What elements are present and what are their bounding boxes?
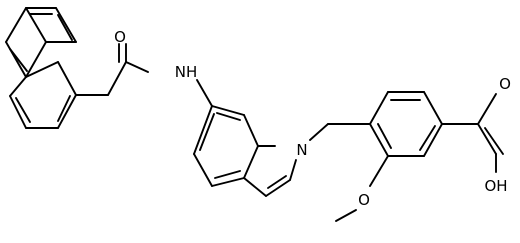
- bond: [196, 79, 213, 107]
- bond: [243, 114, 259, 147]
- double-bond-inner: [216, 112, 241, 121]
- double-bond-inner: [377, 123, 392, 149]
- bond: [25, 61, 59, 78]
- bond: [107, 61, 127, 96]
- bond: [265, 179, 291, 197]
- bond: [125, 61, 149, 73]
- double-bond: [484, 127, 504, 155]
- bond: [369, 123, 389, 157]
- bond: [55, 7, 77, 43]
- methoxy-group: [335, 155, 389, 222]
- bond: [9, 95, 27, 129]
- indole-pyrrole-ring: [243, 145, 297, 197]
- double-bond-inner: [9, 48, 28, 72]
- amide-to-indole: [196, 79, 213, 107]
- bond: [57, 61, 77, 96]
- indole-benzene-ring: [193, 105, 259, 187]
- bond: [477, 93, 497, 125]
- bond: [5, 41, 27, 78]
- double-bond-inner: [57, 95, 71, 122]
- bond: [5, 7, 27, 43]
- double-bond-inner: [419, 125, 436, 151]
- double-bond-inner: [214, 170, 241, 179]
- double-bond-inner: [15, 97, 31, 123]
- carbonyl-oxygen-label: O: [114, 28, 126, 46]
- bond: [289, 159, 297, 181]
- benzyl-linker: [309, 123, 371, 141]
- bond: [9, 76, 27, 97]
- naphthalene-ring-lower: [9, 61, 77, 129]
- bond: [423, 123, 443, 157]
- double-bond-inner: [267, 175, 287, 189]
- bond: [211, 177, 245, 187]
- bond: [193, 153, 213, 187]
- naphthalene-ring-right: [25, 7, 77, 43]
- bond: [309, 123, 329, 141]
- methoxy-oxygen-label: O: [358, 191, 370, 209]
- bond: [243, 145, 259, 179]
- benzoic-acid-ring: [369, 91, 443, 157]
- bond: [211, 105, 245, 116]
- acid-carbonyl-oxygen-label: O: [499, 75, 511, 93]
- bond: [57, 94, 77, 129]
- double-bond-inner: [57, 14, 73, 41]
- bond: [369, 91, 389, 125]
- indole-nitrogen-label: N: [296, 141, 307, 159]
- carboxylic-acid-group: [441, 93, 504, 173]
- double-bond-inner: [199, 113, 215, 151]
- bond: [193, 105, 213, 155]
- bond: [25, 41, 47, 78]
- bond: [243, 177, 267, 197]
- naphthalene-ring-left: [5, 7, 47, 78]
- acid-hydroxyl-label: OH: [484, 177, 507, 195]
- bond: [477, 123, 497, 155]
- bond: [335, 209, 357, 222]
- atom-labels: O NH N O O OH: [114, 28, 511, 209]
- bond: [423, 91, 443, 125]
- acetamide-linker: [75, 43, 149, 96]
- amide-nh-label: NH: [175, 63, 198, 81]
- bond: [369, 155, 389, 187]
